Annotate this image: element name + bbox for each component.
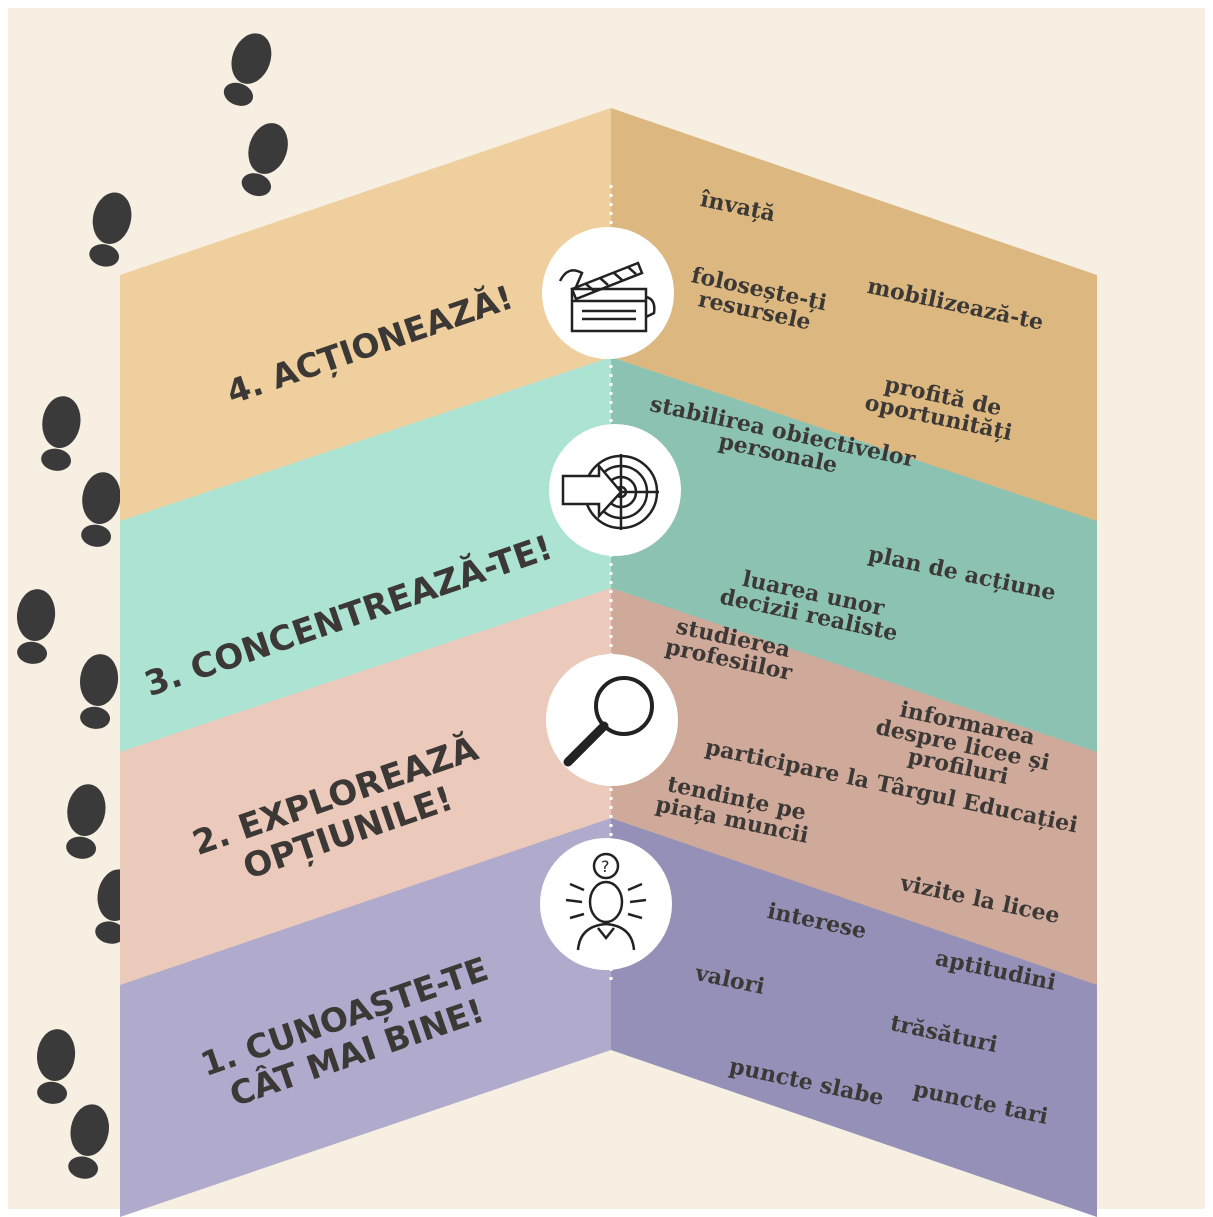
clapperboard-icon [542, 227, 674, 359]
stage4-right-band [611, 108, 1097, 521]
stage2-right-band [611, 588, 1097, 985]
footprint-icon [223, 33, 272, 106]
stage1-left-band [120, 818, 611, 1217]
footprint-icon [241, 123, 288, 197]
footprint-icon [89, 192, 132, 267]
footprint-icon [66, 784, 106, 859]
stage-bands [120, 108, 1097, 1217]
footprint-icon [81, 472, 121, 547]
footprint-icon [68, 1104, 109, 1179]
footprint-icon [16, 589, 56, 664]
footprint-icon [41, 396, 81, 471]
magnifier-icon [546, 654, 678, 786]
stage4-left-band [120, 108, 611, 521]
target-arrow-icon [549, 424, 681, 556]
stage1-right-band [611, 818, 1097, 1217]
person-question-icon: ? [540, 838, 672, 970]
svg-text:?: ? [601, 857, 610, 876]
footprint-icon [79, 654, 119, 729]
footprint-icon [36, 1029, 76, 1104]
stage3-right-band [611, 357, 1097, 752]
stage3-left-band [120, 357, 611, 752]
stage2-left-band [120, 588, 611, 985]
